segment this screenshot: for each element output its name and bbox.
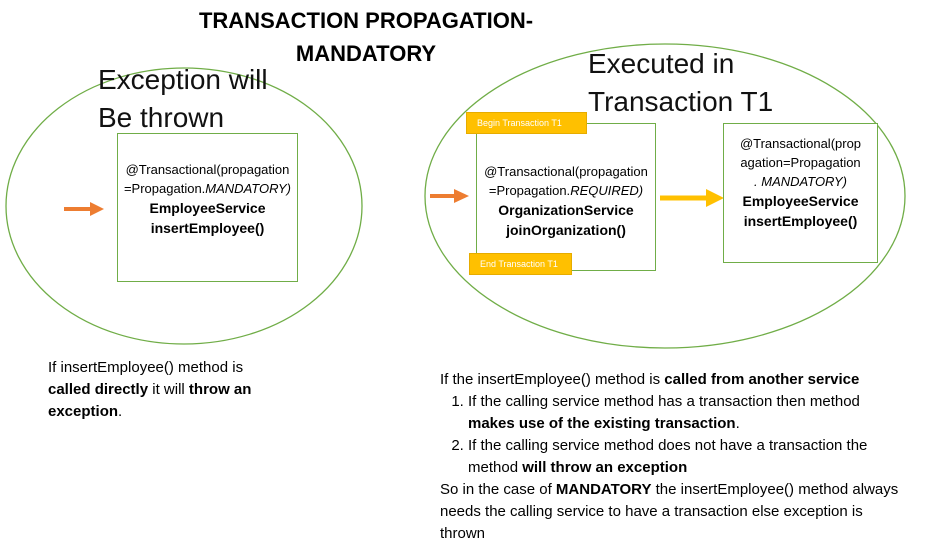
org-box-annotation-value: REQUIRED) [570, 183, 644, 198]
right-desc-item-2: If the calling service method does not h… [468, 435, 910, 479]
right-description: If the insertEmployee() method is called… [440, 369, 910, 545]
right-ellipse [424, 43, 906, 349]
summary-bold: MANDATORY [555, 481, 652, 498]
emp-box-annotation-value: . MANDATORY) [754, 174, 847, 189]
left-box-annotation-value: MANDATORY) [205, 181, 292, 196]
left-heading: Exception will Be thrown [98, 61, 268, 137]
title-line-1: TRANSACTION PROPAGATION- [198, 8, 534, 33]
right-desc-list: If the calling service method has a tran… [440, 391, 910, 479]
item-1-bold: makes use of the existing transaction [468, 415, 736, 432]
left-box-annotation-line-2: =Propagation.MANDATORY) [118, 179, 297, 198]
right-input-arrow [430, 189, 469, 203]
summary-text-2: the insertEmployee() method always needs… [440, 481, 899, 542]
emp-box-annotation-line-2: agation=Propagation [740, 155, 861, 170]
right-desc-item-1: If the calling service method has a tran… [468, 391, 910, 435]
summary-text-1: So in the case of [440, 481, 556, 498]
left-input-arrow [64, 202, 104, 216]
left-desc-text-1: If insertEmployee() method is [48, 359, 244, 376]
org-box-annotation-line-1: @Transactional(propagation [484, 164, 648, 179]
left-desc-text-3: . [118, 403, 123, 420]
emp-box-service-name: EmployeeService [742, 193, 859, 209]
begin-transaction-tag: Begin Transaction T1 [466, 112, 587, 134]
left-desc-bold-1: called directly [48, 381, 149, 398]
left-box-annotation-line-1: @Transactional(propagation [125, 162, 290, 177]
left-box-method-name: insertEmployee() [150, 220, 265, 236]
left-ellipse [5, 67, 363, 345]
left-description: If insertEmployee() method is called dir… [48, 357, 288, 423]
item-1-text: If the calling service method has a tran… [468, 393, 860, 410]
call-arrow [660, 189, 724, 207]
item-2-bold: will throw an exception [522, 459, 688, 476]
left-desc-text-2: it will [148, 381, 189, 398]
organization-service-box: @Transactional(propagation =Propagation.… [476, 123, 656, 271]
right-desc-summary: So in the case of MANDATORY the insertEm… [440, 479, 910, 545]
right-heading-line-1: Executed in [588, 48, 735, 79]
left-heading-line-1: Exception will [98, 64, 268, 95]
emp-box-method-name: insertEmployee() [743, 213, 858, 229]
org-box-annotation-line-2: =Propagation.REQUIRED) [477, 181, 655, 200]
left-employee-service-box: @Transactional(propagation =Propagation.… [117, 133, 298, 282]
emp-box-annotation-line-1: @Transactional(prop [739, 136, 862, 151]
left-desc-bold-2: throw an exception [48, 381, 252, 420]
item-1-text-end: . [735, 415, 740, 432]
right-desc-intro-text: If the insertEmployee() method is [440, 371, 665, 388]
right-employee-service-box: @Transactional(prop agation=Propagation … [723, 123, 878, 263]
end-transaction-tag: End Transaction T1 [469, 253, 572, 275]
item-2-text: If the calling service method does not h… [468, 437, 868, 476]
org-box-method-name: joinOrganization() [506, 222, 626, 238]
left-heading-line-2: Be thrown [98, 102, 225, 133]
emp-box-annotation-line-3: . MANDATORY) [724, 172, 877, 191]
org-box-annotation-prefix: =Propagation. [488, 183, 571, 198]
right-heading-line-2: Transaction T1 [588, 86, 774, 117]
title-line-2: MANDATORY [295, 41, 437, 66]
right-desc-intro: If the insertEmployee() method is called… [440, 369, 910, 391]
right-desc-intro-bold: called from another service [664, 371, 860, 388]
diagram-title: TRANSACTION PROPAGATION- MANDATORY [0, 4, 732, 70]
left-box-annotation-prefix: =Propagation. [123, 181, 206, 196]
left-box-service-name: EmployeeService [149, 200, 266, 216]
org-box-service-name: OrganizationService [498, 202, 634, 218]
right-heading: Executed in Transaction T1 [588, 45, 773, 121]
